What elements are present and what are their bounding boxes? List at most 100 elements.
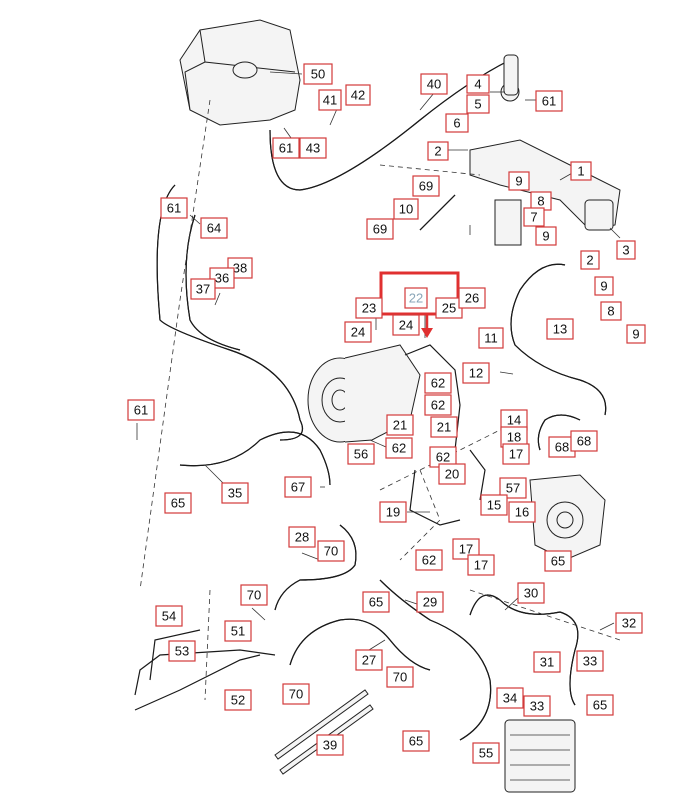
callout-box bbox=[416, 591, 444, 613]
callout-box bbox=[127, 399, 155, 421]
callout-number: 26 bbox=[465, 291, 479, 306]
callout-11: 11 bbox=[478, 327, 504, 349]
callout-number: 70 bbox=[324, 544, 338, 559]
callout-number: 69 bbox=[419, 179, 433, 194]
callout-62: 62 bbox=[424, 394, 452, 416]
callout-number: 17 bbox=[509, 447, 523, 462]
callout-number: 3 bbox=[622, 243, 629, 258]
callout-number: 61 bbox=[542, 94, 556, 109]
callout-number: 64 bbox=[207, 221, 221, 236]
callout-61: 61 bbox=[127, 399, 155, 421]
callout-box bbox=[508, 501, 536, 523]
callout-56: 56 bbox=[347, 443, 375, 465]
callout-box bbox=[160, 197, 188, 219]
callout-box bbox=[438, 463, 466, 485]
callout-5: 5 bbox=[466, 94, 490, 114]
callout-box bbox=[318, 89, 342, 111]
callout-box bbox=[316, 734, 344, 756]
callout-67: 67 bbox=[284, 476, 312, 498]
callout-9: 9 bbox=[626, 324, 646, 344]
callout-box bbox=[420, 73, 448, 95]
callout-70: 70 bbox=[282, 683, 310, 705]
callout-number: 28 bbox=[295, 530, 309, 545]
callout-number: 9 bbox=[632, 327, 639, 342]
callout-box bbox=[412, 175, 440, 197]
callout-box bbox=[200, 217, 228, 239]
callout-box bbox=[508, 171, 530, 191]
callout-box bbox=[402, 730, 430, 752]
callout-box bbox=[535, 90, 563, 112]
callout-box bbox=[366, 218, 394, 240]
callout-box bbox=[586, 694, 614, 716]
callout-box bbox=[576, 650, 604, 672]
callout-box bbox=[467, 554, 495, 576]
callout-number: 4 bbox=[474, 77, 481, 92]
callout-number: 9 bbox=[515, 174, 522, 189]
callout-number: 57 bbox=[506, 481, 520, 496]
callout-6: 6 bbox=[445, 113, 469, 133]
callout-8: 8 bbox=[530, 191, 552, 211]
callout-2: 2 bbox=[580, 250, 600, 270]
callout-4: 4 bbox=[466, 74, 490, 94]
callout-box bbox=[240, 584, 268, 606]
callout-box bbox=[424, 372, 452, 394]
callout-box bbox=[570, 161, 592, 181]
callout-number: 24 bbox=[399, 318, 413, 333]
callout-number: 2 bbox=[586, 253, 593, 268]
callout-number: 40 bbox=[427, 77, 441, 92]
callout-box bbox=[288, 526, 316, 548]
callout-box bbox=[415, 549, 443, 571]
callout-number: 2 bbox=[434, 144, 441, 159]
callout-61: 61 bbox=[272, 137, 300, 159]
callout-number: 65 bbox=[409, 734, 423, 749]
callout-2: 2 bbox=[427, 141, 449, 161]
callout-box bbox=[523, 695, 551, 717]
callout-number: 70 bbox=[247, 588, 261, 603]
callout-42: 42 bbox=[345, 84, 371, 106]
callout-53: 53 bbox=[168, 640, 196, 662]
callout-15: 15 bbox=[480, 494, 508, 516]
callout-33: 33 bbox=[523, 695, 551, 717]
callout-number: 22 bbox=[409, 291, 423, 306]
callout-box bbox=[427, 141, 449, 161]
callout-23: 23 bbox=[355, 297, 383, 319]
callout-number: 17 bbox=[474, 558, 488, 573]
callout-box bbox=[546, 318, 574, 340]
callout-box bbox=[282, 683, 310, 705]
callout-70: 70 bbox=[240, 584, 268, 606]
callout-box bbox=[594, 276, 614, 296]
callout-3: 3 bbox=[616, 240, 636, 260]
callout-number: 6 bbox=[453, 116, 460, 131]
callout-number: 62 bbox=[392, 441, 406, 456]
callout-box bbox=[404, 287, 428, 309]
callout-box bbox=[570, 430, 598, 452]
callout-52: 52 bbox=[224, 689, 252, 711]
callout-box bbox=[190, 278, 216, 300]
callout-box bbox=[424, 394, 452, 416]
callout-box bbox=[458, 287, 486, 309]
callout-20: 20 bbox=[438, 463, 466, 485]
callout-box bbox=[472, 742, 500, 764]
callout-43: 43 bbox=[299, 137, 327, 159]
callout-box bbox=[502, 443, 530, 465]
callout-box bbox=[155, 605, 183, 627]
callout-box bbox=[344, 321, 372, 343]
callout-number: 38 bbox=[233, 261, 247, 276]
callout-number: 32 bbox=[622, 616, 636, 631]
callout-62: 62 bbox=[424, 372, 452, 394]
callout-box bbox=[478, 327, 504, 349]
coolant-pipe-flange bbox=[469, 54, 621, 246]
callout-number: 54 bbox=[162, 609, 176, 624]
callout-number: 31 bbox=[540, 655, 554, 670]
callout-box bbox=[345, 84, 371, 106]
callout-box bbox=[379, 501, 407, 523]
callout-box bbox=[615, 612, 643, 634]
callout-number: 8 bbox=[537, 194, 544, 209]
callout-number: 62 bbox=[422, 553, 436, 568]
callout-14: 14 bbox=[500, 409, 528, 431]
callout-box bbox=[430, 416, 458, 438]
callout-number: 50 bbox=[311, 67, 325, 82]
callout-16: 16 bbox=[508, 501, 536, 523]
